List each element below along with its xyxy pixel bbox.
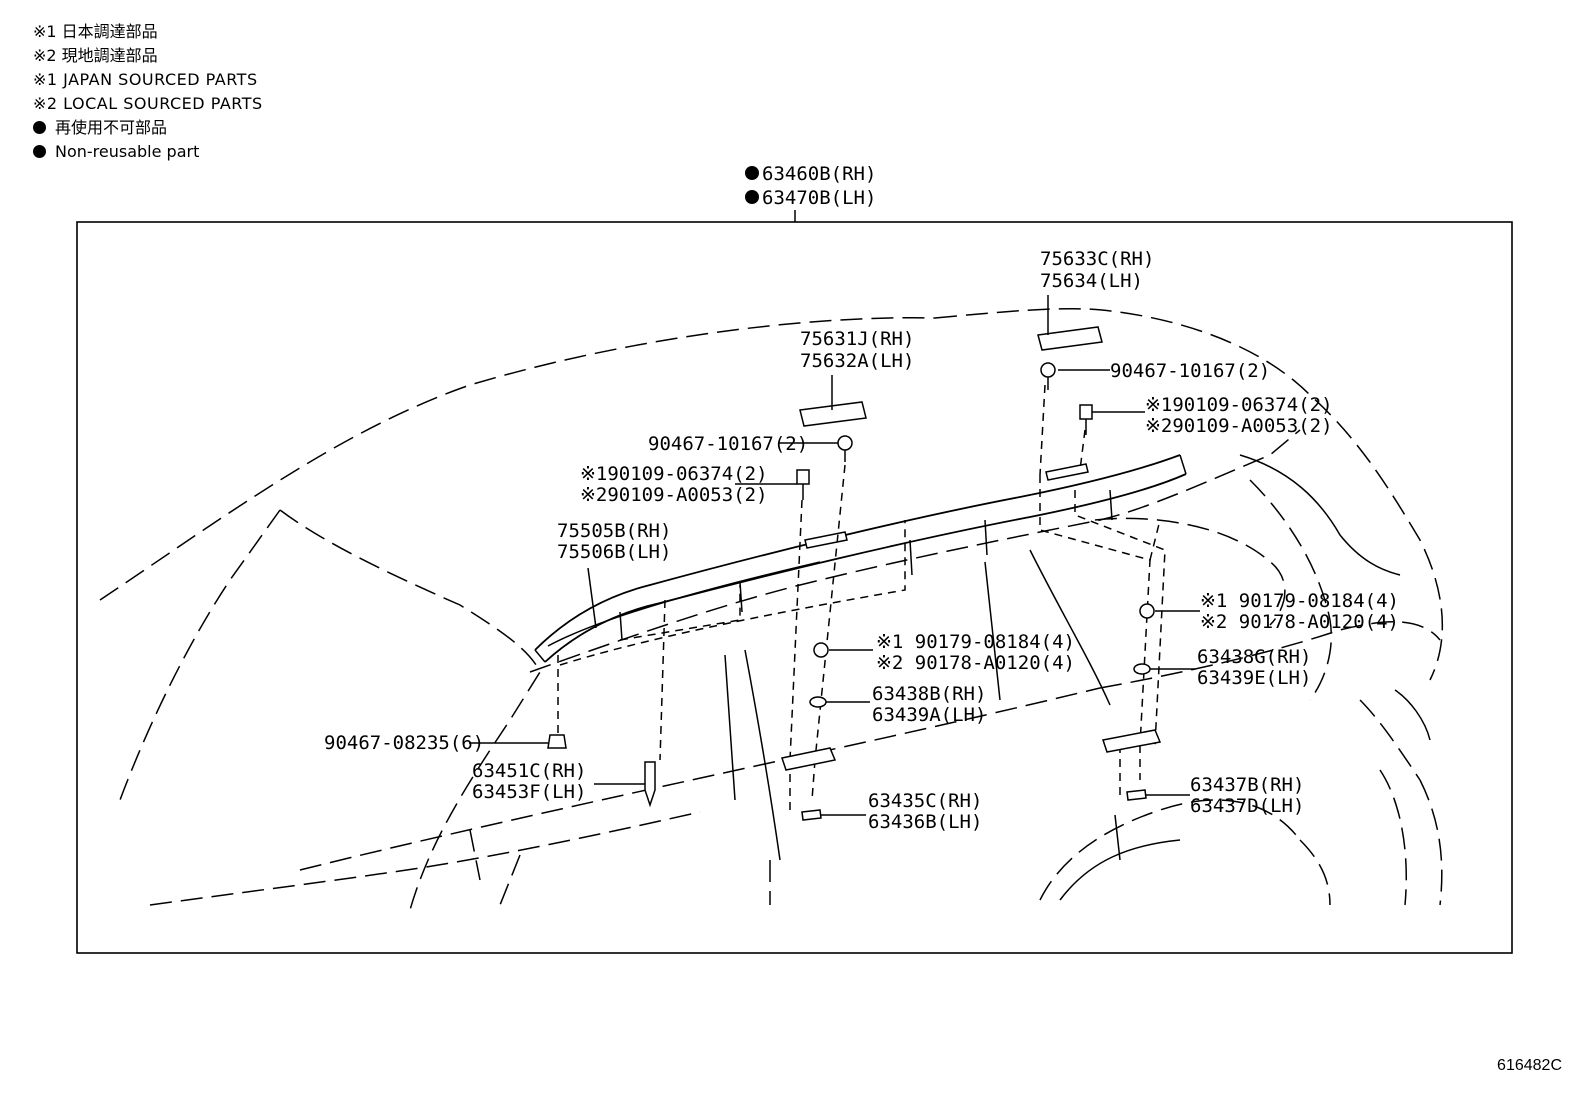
label-pad-front-lh: 63439A(LH) <box>872 704 986 726</box>
vehicle-body-outline <box>99 307 1444 911</box>
legend-nonreusable-en-row: Non-reusable part <box>33 140 263 164</box>
label-top-lh: 63470B(LH) <box>762 187 876 209</box>
fastener-parts <box>547 326 1162 821</box>
bullet-dot-icon <box>33 145 46 158</box>
top-lh-dot-icon <box>745 190 759 204</box>
label-pad-front-rh: 63438B(RH) <box>872 683 986 705</box>
label-cap-front-rh: 75631J(RH) <box>800 328 914 350</box>
label-seal-rear-rh: 63437B(RH) <box>1190 774 1304 796</box>
legend-nonreusable-en: Non-reusable part <box>55 142 200 161</box>
diagram-code: 616482C <box>1497 1057 1562 1074</box>
leader-lines <box>469 295 1200 816</box>
legend-japan-en: ※1 JAPAN SOURCED PARTS <box>33 70 258 89</box>
vehicle-body-lines <box>724 454 1431 901</box>
roof-rail-part <box>534 454 1187 663</box>
label-clip-front: 90467-10167(2) <box>648 433 808 455</box>
top-rh-dot-icon <box>745 166 759 180</box>
label-cap-front-lh: 75632A(LH) <box>800 350 914 372</box>
label-clip-small: 90467-08235(6) <box>324 732 484 754</box>
label-fastener-lh: 63453F(LH) <box>472 781 586 803</box>
label-seal-front-rh: 63435C(RH) <box>868 790 982 812</box>
bullet-dot-icon <box>33 121 46 134</box>
assembly-frame <box>76 221 1513 954</box>
assembly-guide-lines <box>557 384 1166 815</box>
legend-local-en: ※2 LOCAL SOURCED PARTS <box>33 94 263 113</box>
label-nut-front-2: ※2 90178-A0120(4) <box>876 652 1075 674</box>
label-seal-rear-lh: 63437D(LH) <box>1190 795 1304 817</box>
parts-legend: ※1 日本調達部品 ※2 現地調達部品 ※1 JAPAN SOURCED PAR… <box>33 20 263 164</box>
label-clip-rear: 90467-10167(2) <box>1110 360 1270 382</box>
label-pad-rear-lh: 63439E(LH) <box>1197 667 1311 689</box>
label-nut-front-1: ※1 90179-08184(4) <box>876 631 1075 653</box>
label-pad-rear-rh: 63438G(RH) <box>1197 646 1311 668</box>
legend-nonreusable-jp-row: 再使用不可部品 <box>33 116 263 140</box>
label-nut-rear-1: ※1 90179-08184(4) <box>1200 590 1399 612</box>
label-fastener-rh: 63451C(RH) <box>472 760 586 782</box>
label-bolt-front-2: ※290109-A0053(2) <box>580 484 768 506</box>
legend-japan-jp: ※1 日本調達部品 <box>33 22 158 41</box>
label-rail-rh: 75505B(RH) <box>557 520 671 542</box>
label-nut-rear-2: ※2 90178-A0120(4) <box>1200 611 1399 633</box>
label-cap-rear-lh: 75634(LH) <box>1040 270 1143 292</box>
label-top-rh: 63460B(RH) <box>762 163 876 185</box>
label-bolt-rear-2: ※290109-A0053(2) <box>1145 415 1333 437</box>
label-rail-lh: 75506B(LH) <box>557 541 671 563</box>
legend-nonreusable-jp: 再使用不可部品 <box>55 118 168 137</box>
legend-local-jp: ※2 現地調達部品 <box>33 46 158 65</box>
label-bolt-rear-1: ※190109-06374(2) <box>1145 394 1333 416</box>
label-cap-rear-rh: 75633C(RH) <box>1040 248 1154 270</box>
label-bolt-front-1: ※190109-06374(2) <box>580 463 768 485</box>
label-seal-front-lh: 63436B(LH) <box>868 811 982 833</box>
